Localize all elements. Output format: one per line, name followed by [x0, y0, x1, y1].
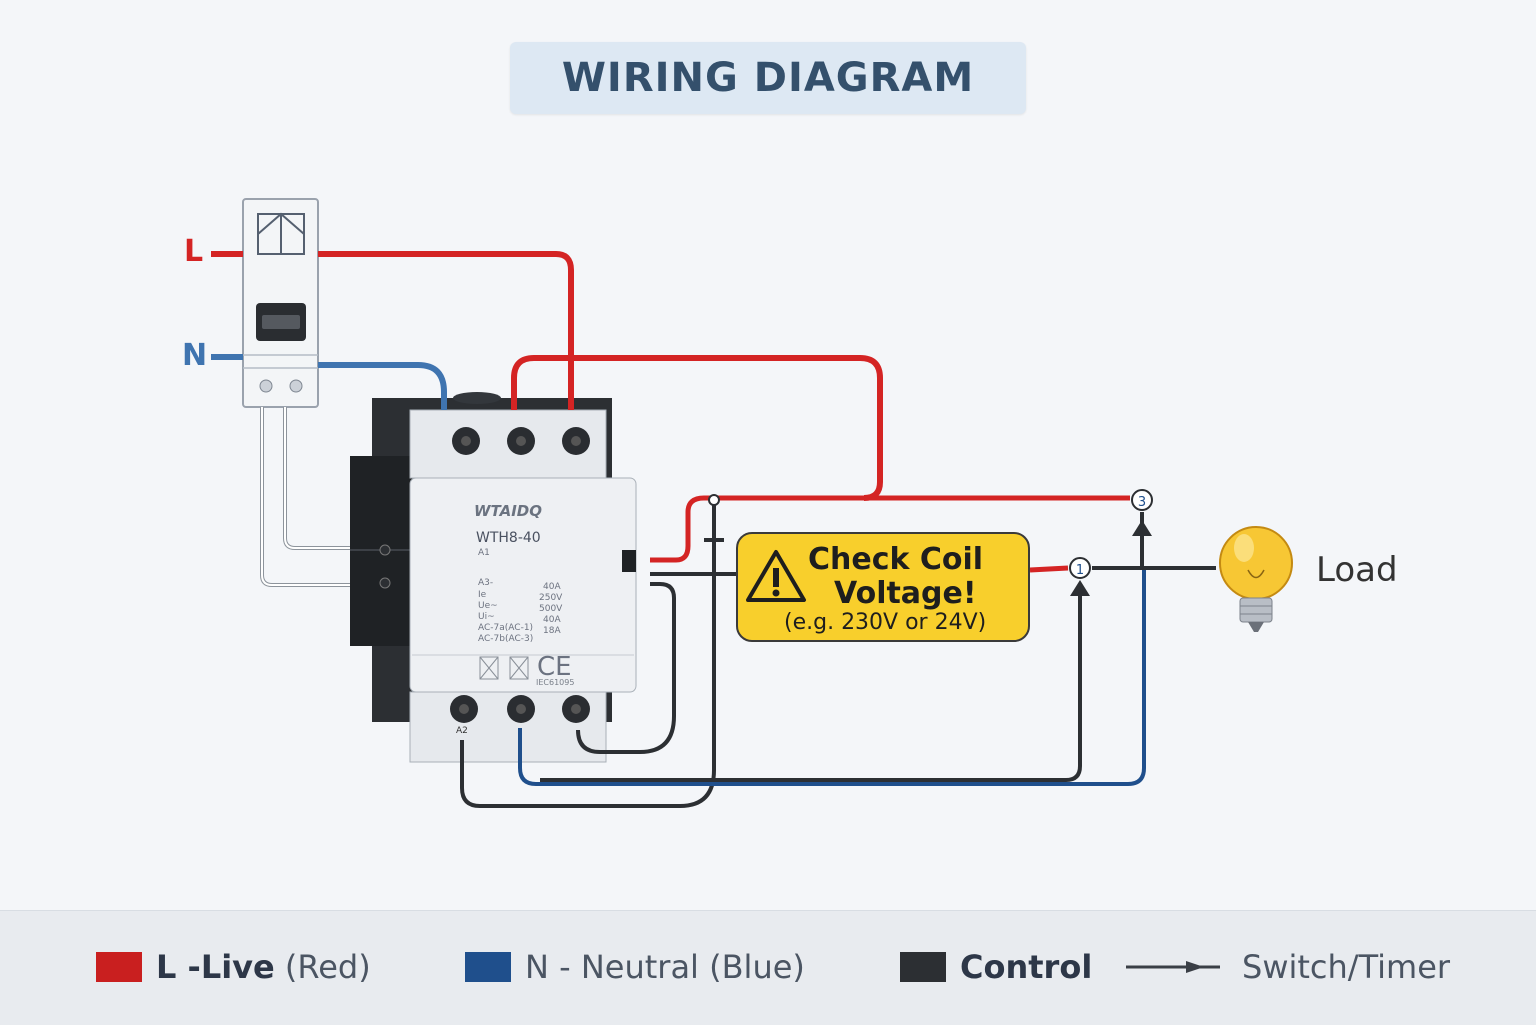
cert-text: IEC61095 [536, 678, 575, 687]
live-swatch [96, 952, 142, 982]
legend-live: L - Live (Red) [96, 947, 371, 987]
spec-40a-2: 40A [543, 615, 561, 625]
node-1 [1069, 557, 1091, 579]
legend-neutral-text: N - Neutral (Blue) [525, 948, 805, 986]
load-label: Load [1316, 550, 1398, 590]
contactor [350, 392, 637, 763]
legend-control: Control [900, 947, 1092, 987]
terminal-a2: A2 [456, 726, 468, 736]
spec-ui: Ui~ [478, 612, 495, 622]
node-3 [1131, 489, 1153, 511]
legend-live-code: L - [156, 948, 201, 986]
spec-250v: 250V [539, 593, 563, 603]
page-title: WIRING DIAGRAM [561, 55, 975, 101]
spec-ac7b: AC-7b(AC-3) [478, 634, 534, 644]
neutral-label: N [182, 338, 208, 373]
spec-40a: 40A [543, 582, 561, 592]
spec-ie: Ie [478, 590, 487, 600]
legend-control-text: Control [960, 948, 1093, 986]
warning-line-2: Voltage! [834, 576, 977, 611]
warning-line-1: Check Coil [808, 542, 984, 577]
contactor-model: WTH8-40 [476, 530, 541, 546]
spec-a3: A3- [478, 578, 494, 588]
circuit-breaker [242, 198, 319, 408]
spec-18a: 18A [543, 626, 561, 636]
legend-live-word: Live [200, 948, 275, 986]
legend-live-color: (Red) [274, 948, 371, 986]
legend: L - Live (Red) N - Neutral (Blue) Contro… [0, 910, 1536, 1025]
spec-ac7a: AC-7a(AC-1) [478, 623, 534, 633]
ce-mark: CE [537, 652, 572, 682]
legend-neutral: N - Neutral (Blue) [465, 947, 805, 987]
node-3-label: 3 [1138, 495, 1146, 510]
control-swatch [900, 952, 946, 982]
coil-voltage-warning: Check Coil Voltage! (e.g. 230V or 24V) [736, 532, 1030, 642]
bulb-icon [1219, 526, 1293, 632]
spec-ue: Ue~ [478, 601, 498, 611]
spec-a1: A1 [478, 548, 490, 558]
node-1-label: 1 [1076, 563, 1084, 578]
spec-500v: 500V [539, 604, 563, 614]
legend-switch-text: Switch/Timer [1242, 948, 1451, 986]
legend-switch: Switch/Timer [1124, 947, 1450, 987]
warning-icon [746, 550, 806, 602]
contactor-brand: WTAIDQ [474, 502, 543, 520]
live-label: L [184, 234, 204, 269]
neutral-swatch [465, 952, 511, 982]
warning-line-3: (e.g. 230V or 24V) [784, 610, 987, 635]
title-banner: WIRING DIAGRAM [510, 42, 1026, 114]
arrow-icon [1126, 961, 1220, 973]
